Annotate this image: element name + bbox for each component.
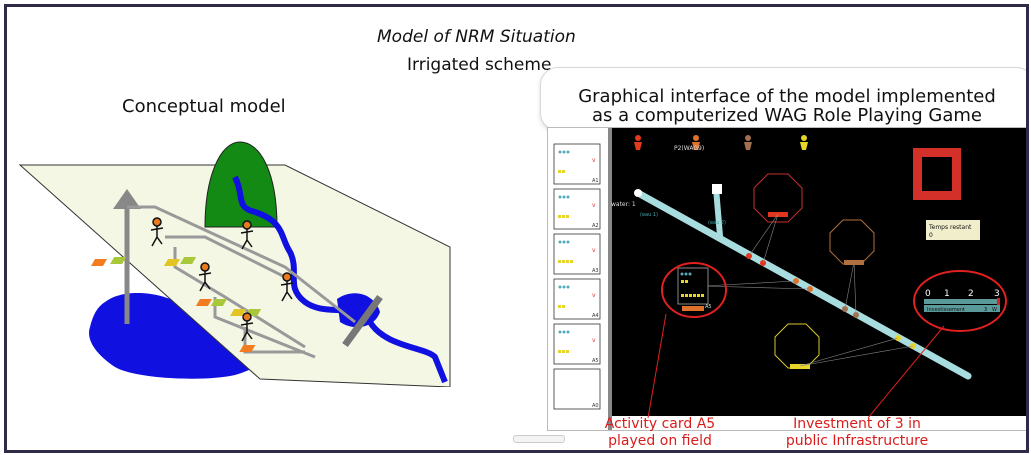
horizontal-scrollbar[interactable] — [513, 435, 565, 443]
gui-caption-box: Graphical interface of the model impleme… — [540, 67, 1026, 131]
activity-card-label: A4 — [592, 313, 599, 319]
invest-pointer-line — [867, 325, 945, 419]
invest-tick-0: 0 — [925, 289, 931, 299]
conceptual-model-diagram — [18, 141, 451, 387]
svg-text:v: v — [592, 202, 596, 209]
invest-unit: W — [992, 307, 997, 313]
investment-annotation-line2: public Infrastructure — [785, 433, 929, 449]
gui-caption-line2: as a computerized WAG Role Playing Game — [591, 105, 983, 126]
svg-text:v: v — [592, 292, 596, 299]
card-annotation-line1: Activity card A5 — [604, 416, 716, 432]
farmer-figure — [198, 262, 212, 292]
timer-value: 0 — [929, 232, 933, 239]
activity-card-label: A1 — [592, 178, 599, 184]
figure-subtitle: Irrigated scheme — [407, 55, 552, 75]
water-label: water: 1 — [611, 201, 636, 208]
invest-highlight-ellipse — [913, 270, 1007, 332]
canal-gates — [746, 253, 916, 349]
invest-tick-2: 2 — [968, 289, 974, 299]
invest-slider-knob — [997, 298, 1000, 305]
dam-shape — [337, 293, 380, 328]
timer-box — [926, 220, 980, 240]
dam-wall — [342, 294, 383, 348]
field-plots — [90, 257, 262, 352]
invest-value: 3 — [984, 307, 987, 313]
farmer-figure — [280, 272, 294, 302]
timer-title: Temps restant — [928, 224, 972, 231]
figure-frame: Model of NRM Situation Irrigated scheme … — [4, 4, 1029, 453]
farmer-figure — [240, 312, 254, 342]
player-icon — [744, 135, 752, 150]
svg-text:v: v — [592, 157, 596, 164]
player-icon — [692, 135, 700, 150]
player-icons — [634, 135, 808, 150]
river-line — [232, 175, 448, 384]
activity-card[interactable]: vA4 — [553, 278, 601, 320]
activity-card[interactable]: vA3 — [553, 233, 601, 275]
secondary-canal — [713, 185, 723, 239]
investment-annotation: Investment of 3 in public Infrastructure — [767, 416, 947, 450]
placed-card-label: A5 — [705, 304, 712, 310]
card-annotation-line2: played on field — [608, 433, 712, 449]
invest-tick-3: 3 — [994, 289, 1000, 299]
activity-card[interactable]: vA2 — [553, 188, 601, 230]
farmer-figure — [150, 217, 164, 247]
uplift-arrow-head — [113, 189, 141, 209]
invest-slider-track — [924, 299, 1000, 304]
small-label-2: (eau 2) — [708, 220, 726, 226]
player-icon — [634, 135, 642, 150]
player-label: P2(WAG9) — [674, 145, 704, 152]
lake-shape — [89, 292, 271, 379]
figure-title: Model of NRM Situation — [377, 27, 576, 47]
card-annotation: Activity card A5 played on field — [595, 416, 725, 450]
svg-text:v: v — [592, 247, 596, 254]
activity-card-label: A5 — [592, 358, 599, 364]
placed-card-coins — [681, 294, 704, 297]
farmer-figures — [150, 217, 294, 342]
activity-card[interactable]: vA1 — [553, 143, 601, 185]
gui-caption-line1: Graphical interface of the model impleme… — [578, 86, 996, 107]
activity-card-label: A0 — [592, 403, 599, 409]
conceptual-model-title: Conceptual model — [122, 96, 286, 117]
field-links — [703, 213, 914, 367]
card-pointer-line — [647, 313, 667, 419]
investment-annotation-line1: Investment of 3 in — [793, 416, 921, 432]
invest-tick-1: 1 — [944, 289, 950, 299]
card-highlight-ellipse — [661, 262, 727, 318]
player-icon — [800, 135, 808, 150]
activity-card-label: A2 — [592, 223, 599, 229]
small-label-1: (eau 1) — [640, 212, 658, 218]
invest-label: Investissement — [927, 307, 965, 313]
activity-card[interactable]: vA5 — [553, 323, 601, 365]
activity-card[interactable]: A0 — [553, 368, 601, 410]
activity-card-label: A3 — [592, 268, 599, 274]
farmer-figure — [240, 220, 254, 250]
svg-text:v: v — [592, 337, 596, 344]
